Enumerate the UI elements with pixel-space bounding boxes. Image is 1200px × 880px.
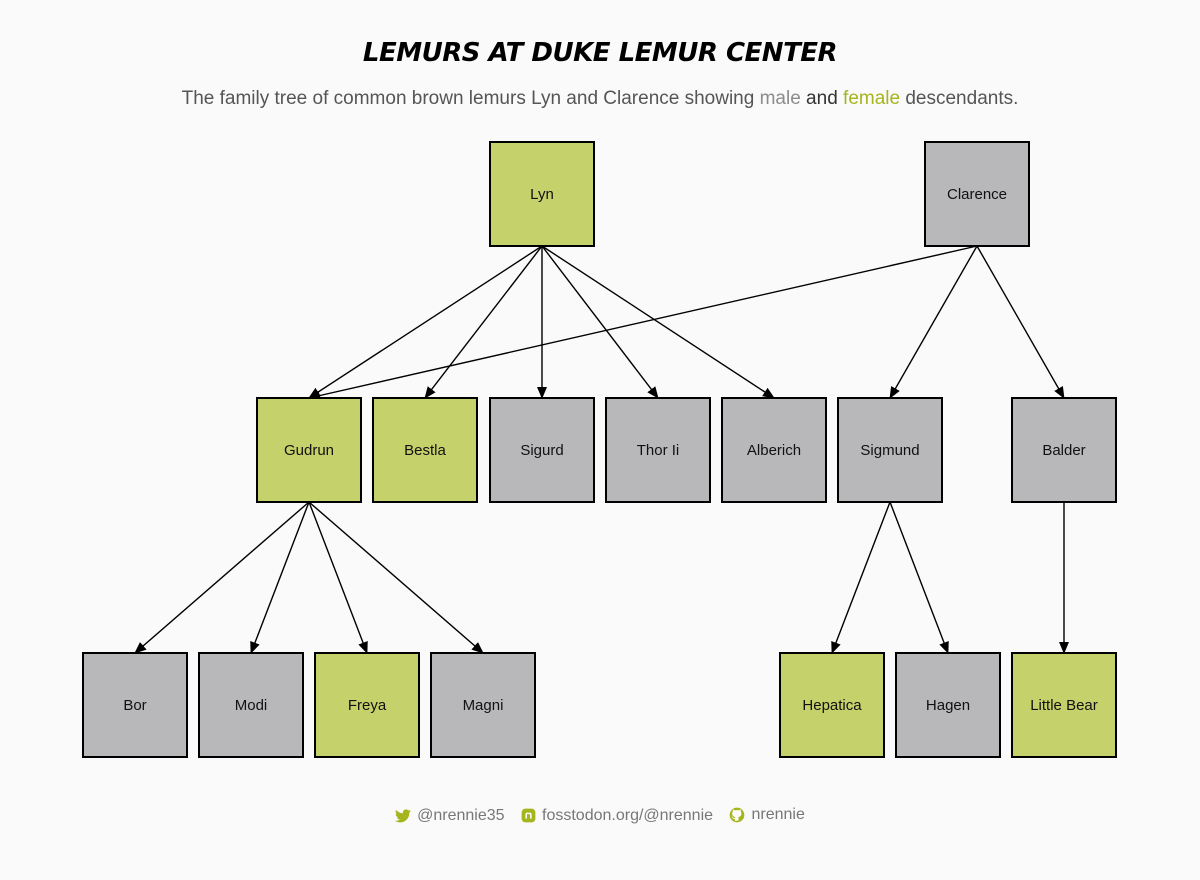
github-icon xyxy=(730,807,745,823)
node-sigurd: Sigurd xyxy=(489,397,595,503)
chart-title: Lemurs at Duke Lemur Center xyxy=(362,38,838,68)
footer-mastodon-handle: fosstodon.org/@nrennie xyxy=(542,806,714,824)
edge-lyn-to-gudrun xyxy=(308,245,543,399)
node-bor: Bor xyxy=(82,652,188,758)
subtitle-suffix: descendants. xyxy=(900,88,1019,109)
edge-clarence-to-balder xyxy=(976,245,1065,399)
node-label-bestla: Bestla xyxy=(404,442,446,459)
node-label-balder: Balder xyxy=(1042,442,1085,459)
node-box-sigmund xyxy=(837,397,943,503)
node-sigmund: Sigmund xyxy=(837,397,943,503)
subtitle-female-word: female xyxy=(843,88,901,109)
node-balder: Balder xyxy=(1011,397,1117,503)
node-box-magni xyxy=(430,652,536,758)
node-box-hagen xyxy=(895,652,1001,758)
node-box-alberich xyxy=(721,397,827,503)
node-hepatica: Hepatica xyxy=(779,652,885,758)
node-label-clarence: Clarence xyxy=(947,186,1007,203)
node-clarence: Clarence xyxy=(924,141,1030,247)
edge-clarence-to-gudrun xyxy=(308,245,978,401)
node-thor: Thor Ii xyxy=(605,397,711,503)
node-freya: Freya xyxy=(314,652,420,758)
edge-lyn-to-bestla xyxy=(424,245,543,399)
node-bestla: Bestla xyxy=(372,397,478,503)
node-label-thor: Thor Ii xyxy=(637,442,680,459)
node-label-gudrun: Gudrun xyxy=(284,442,334,459)
chart-subtitle: The family tree of common brown lemurs L… xyxy=(0,88,1200,110)
node-label-sigmund: Sigmund xyxy=(860,442,919,459)
node-label-hagen: Hagen xyxy=(926,697,970,714)
node-hagen: Hagen xyxy=(895,652,1001,758)
subtitle-male-word: male xyxy=(759,88,801,109)
footer-mastodon[interactable]: fosstodon.org/@nrennie xyxy=(521,807,713,825)
node-label-hepatica: Hepatica xyxy=(802,697,862,714)
node-littlebear: Little Bear xyxy=(1011,652,1117,758)
edge-sigmund-to-hagen xyxy=(889,501,949,654)
subtitle-and-word: and xyxy=(800,88,844,109)
node-box-balder xyxy=(1011,397,1117,503)
node-magni: Magni xyxy=(430,652,536,758)
node-label-modi: Modi xyxy=(235,697,268,714)
node-label-sigurd: Sigurd xyxy=(520,442,563,459)
node-box-bor xyxy=(82,652,188,758)
node-box-clarence xyxy=(924,141,1030,247)
edges-layer xyxy=(134,245,1069,654)
node-box-littlebear xyxy=(1011,652,1117,758)
subtitle-prefix: The family tree of common brown lemurs L… xyxy=(181,88,760,109)
edge-lyn-to-alberich xyxy=(541,245,775,399)
node-alberich: Alberich xyxy=(721,397,827,503)
twitter-icon xyxy=(395,809,412,823)
edge-sigmund-to-hepatica xyxy=(831,501,891,654)
node-box-sigurd xyxy=(489,397,595,503)
node-lyn: Lyn xyxy=(489,141,595,247)
node-label-littlebear: Little Bear xyxy=(1030,697,1098,714)
node-modi: Modi xyxy=(198,652,304,758)
mastodon-icon xyxy=(521,808,536,823)
edge-lyn-to-thor xyxy=(541,245,659,399)
edge-gudrun-to-modi xyxy=(250,501,310,654)
node-label-magni: Magni xyxy=(463,697,504,714)
node-box-modi xyxy=(198,652,304,758)
footer-twitter-handle: @nrennie35 xyxy=(417,807,505,824)
footer-twitter[interactable]: @nrennie35 xyxy=(395,807,505,825)
edge-gudrun-to-bor xyxy=(134,501,310,654)
node-box-bestla xyxy=(372,397,478,503)
node-box-freya xyxy=(314,652,420,758)
footer-github-handle: nrennie xyxy=(751,806,805,823)
node-label-lyn: Lyn xyxy=(530,186,554,203)
node-label-freya: Freya xyxy=(348,697,387,714)
edge-gudrun-to-magni xyxy=(308,501,484,654)
edge-clarence-to-sigmund xyxy=(889,245,978,399)
node-label-alberich: Alberich xyxy=(747,442,801,459)
node-box-thor xyxy=(605,397,711,503)
node-box-gudrun xyxy=(256,397,362,503)
node-box-lyn xyxy=(489,141,595,247)
node-label-bor: Bor xyxy=(123,697,146,714)
footer-github[interactable]: nrennie xyxy=(729,806,805,824)
node-box-hepatica xyxy=(779,652,885,758)
footer: @nrennie35 fosstodon.org/@nrennie nrenni… xyxy=(0,806,1200,828)
edge-gudrun-to-freya xyxy=(308,501,368,654)
node-gudrun: Gudrun xyxy=(256,397,362,503)
